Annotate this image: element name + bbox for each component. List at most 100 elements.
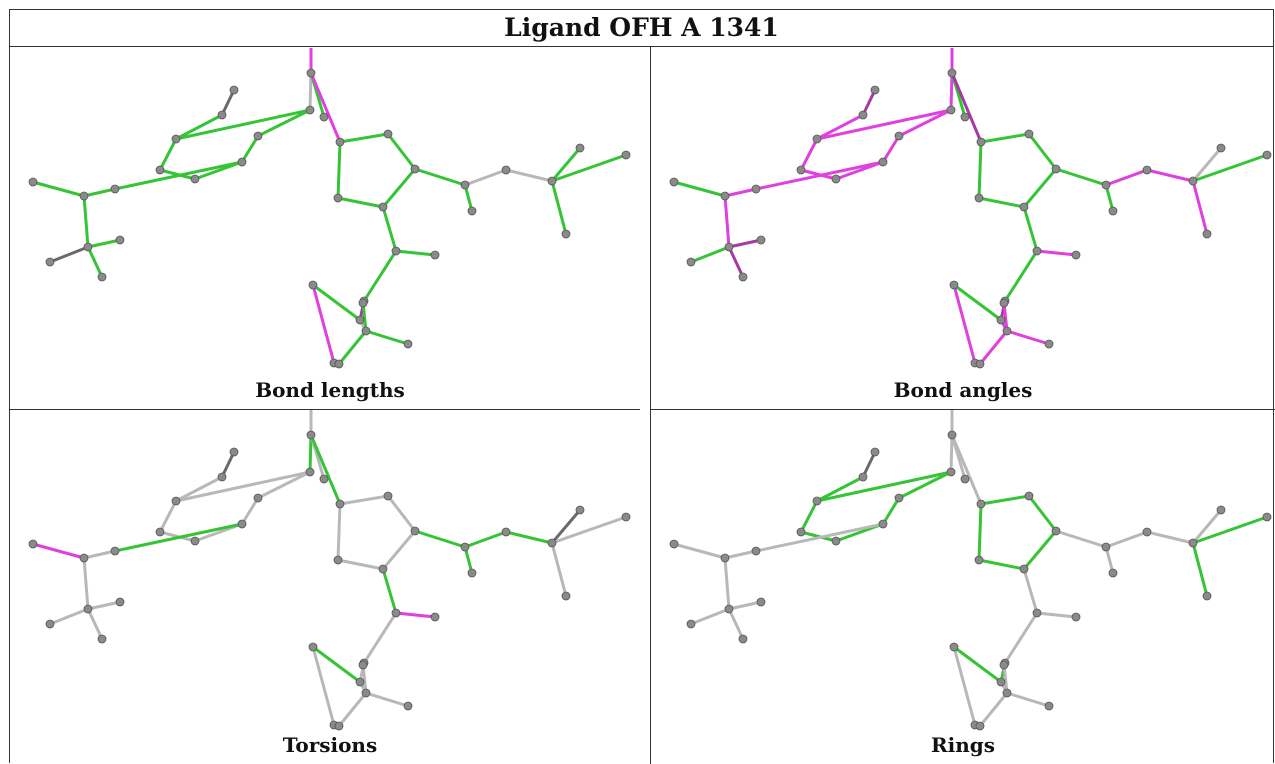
bond-37-40 [86, 245, 104, 279]
bond-29-33 [978, 691, 1009, 728]
bond-6-7 [240, 134, 260, 164]
atom-40 [738, 272, 748, 282]
panel-rings: Rings [651, 410, 1275, 764]
bond-15-24 [381, 205, 398, 253]
atom-15 [1019, 202, 1029, 212]
atom-7 [894, 131, 904, 141]
atom-4 [796, 165, 806, 175]
bond-15-16 [336, 196, 385, 209]
bond-20-22 [1191, 153, 1269, 183]
atom-1 [229, 447, 239, 457]
bond-17-18 [1104, 183, 1115, 213]
bond-29-31 [364, 691, 410, 708]
atom-13 [1024, 129, 1034, 139]
atom-8 [305, 105, 315, 115]
atom-16 [974, 193, 984, 203]
bond-15-16 [977, 558, 1026, 571]
atom-35 [720, 191, 730, 201]
atom-18 [1108, 206, 1118, 216]
atom-12 [976, 137, 986, 147]
bond-20-21 [1191, 146, 1223, 183]
bond-12-13 [979, 132, 1031, 144]
bond-24-26 [394, 249, 437, 257]
bond-6-7 [881, 134, 901, 164]
atom-12 [335, 137, 345, 147]
bond-24-25 [1003, 611, 1039, 665]
atom-26 [430, 250, 440, 260]
bond-17-19 [1104, 168, 1149, 187]
atom-21 [1216, 505, 1226, 515]
bond-29-33 [337, 691, 368, 728]
atom-33 [975, 359, 985, 369]
bond-16-12 [977, 140, 983, 200]
bond-14-15 [1022, 529, 1058, 571]
bond-13-14 [1027, 494, 1058, 533]
atom-36 [669, 539, 679, 549]
atom-27 [355, 677, 365, 687]
bond-8-9 [949, 433, 954, 474]
bond-19-20 [1145, 530, 1195, 545]
atom-3 [171, 496, 181, 506]
bond-17-18 [1104, 545, 1115, 575]
bond-17-18 [463, 183, 474, 213]
atom-19 [501, 527, 511, 537]
atom-27 [996, 677, 1006, 687]
atom-28 [308, 642, 318, 652]
bond-9-12 [309, 71, 342, 144]
atom-19 [1142, 165, 1152, 175]
bond-8-3 [174, 108, 312, 141]
atom-24 [391, 608, 401, 618]
caption-torsions: Torsions [282, 733, 378, 757]
panel-torsions: Torsions [10, 410, 650, 764]
atom-15 [378, 564, 388, 574]
atom-40 [738, 634, 748, 644]
bond-27-28 [952, 645, 1003, 684]
atom-6 [237, 157, 247, 167]
atom-34 [751, 184, 761, 194]
atom-32 [999, 660, 1009, 670]
atom-5 [190, 536, 200, 546]
atom-39 [756, 235, 766, 245]
atom-29 [1002, 326, 1012, 336]
atom-14 [410, 526, 420, 536]
bond-37-39 [86, 600, 122, 611]
molecule-rings [669, 410, 1272, 731]
atom-18 [1108, 568, 1118, 578]
bond-37-39 [86, 238, 122, 249]
atom-17 [1101, 180, 1111, 190]
atom-38 [686, 619, 696, 629]
atom-3 [812, 496, 822, 506]
atom-23 [561, 229, 571, 239]
bond-13-14 [386, 494, 417, 533]
atom-24 [1032, 246, 1042, 256]
bond-35-36 [31, 180, 86, 198]
atom-40 [97, 634, 107, 644]
bond-3-4 [799, 499, 819, 534]
atom-34 [110, 184, 120, 194]
atom-16 [974, 555, 984, 565]
bond-35-36 [31, 542, 86, 560]
bond-6-34 [113, 522, 244, 553]
atom-20 [547, 176, 557, 186]
bond-9-12 [950, 71, 983, 144]
atom-32 [358, 660, 368, 670]
atom-24 [1032, 608, 1042, 618]
bond-37-39 [727, 238, 763, 249]
bond-20-22 [550, 153, 628, 183]
bond-3-4 [799, 137, 819, 172]
bond-1-2 [861, 88, 877, 117]
atom-1 [870, 447, 880, 457]
bond-27-28 [311, 645, 362, 684]
atom-2 [858, 472, 868, 482]
atom-1 [870, 85, 880, 95]
atom-11 [960, 474, 970, 484]
atom-7 [253, 493, 263, 503]
bond-6-34 [113, 160, 244, 191]
bond-12-13 [338, 132, 390, 144]
bond-28-30 [311, 645, 336, 727]
bond-19-20 [504, 530, 554, 545]
bond-16-12 [977, 502, 983, 562]
atom-26 [1071, 612, 1081, 622]
atom-13 [383, 491, 393, 501]
atom-4 [155, 527, 165, 537]
